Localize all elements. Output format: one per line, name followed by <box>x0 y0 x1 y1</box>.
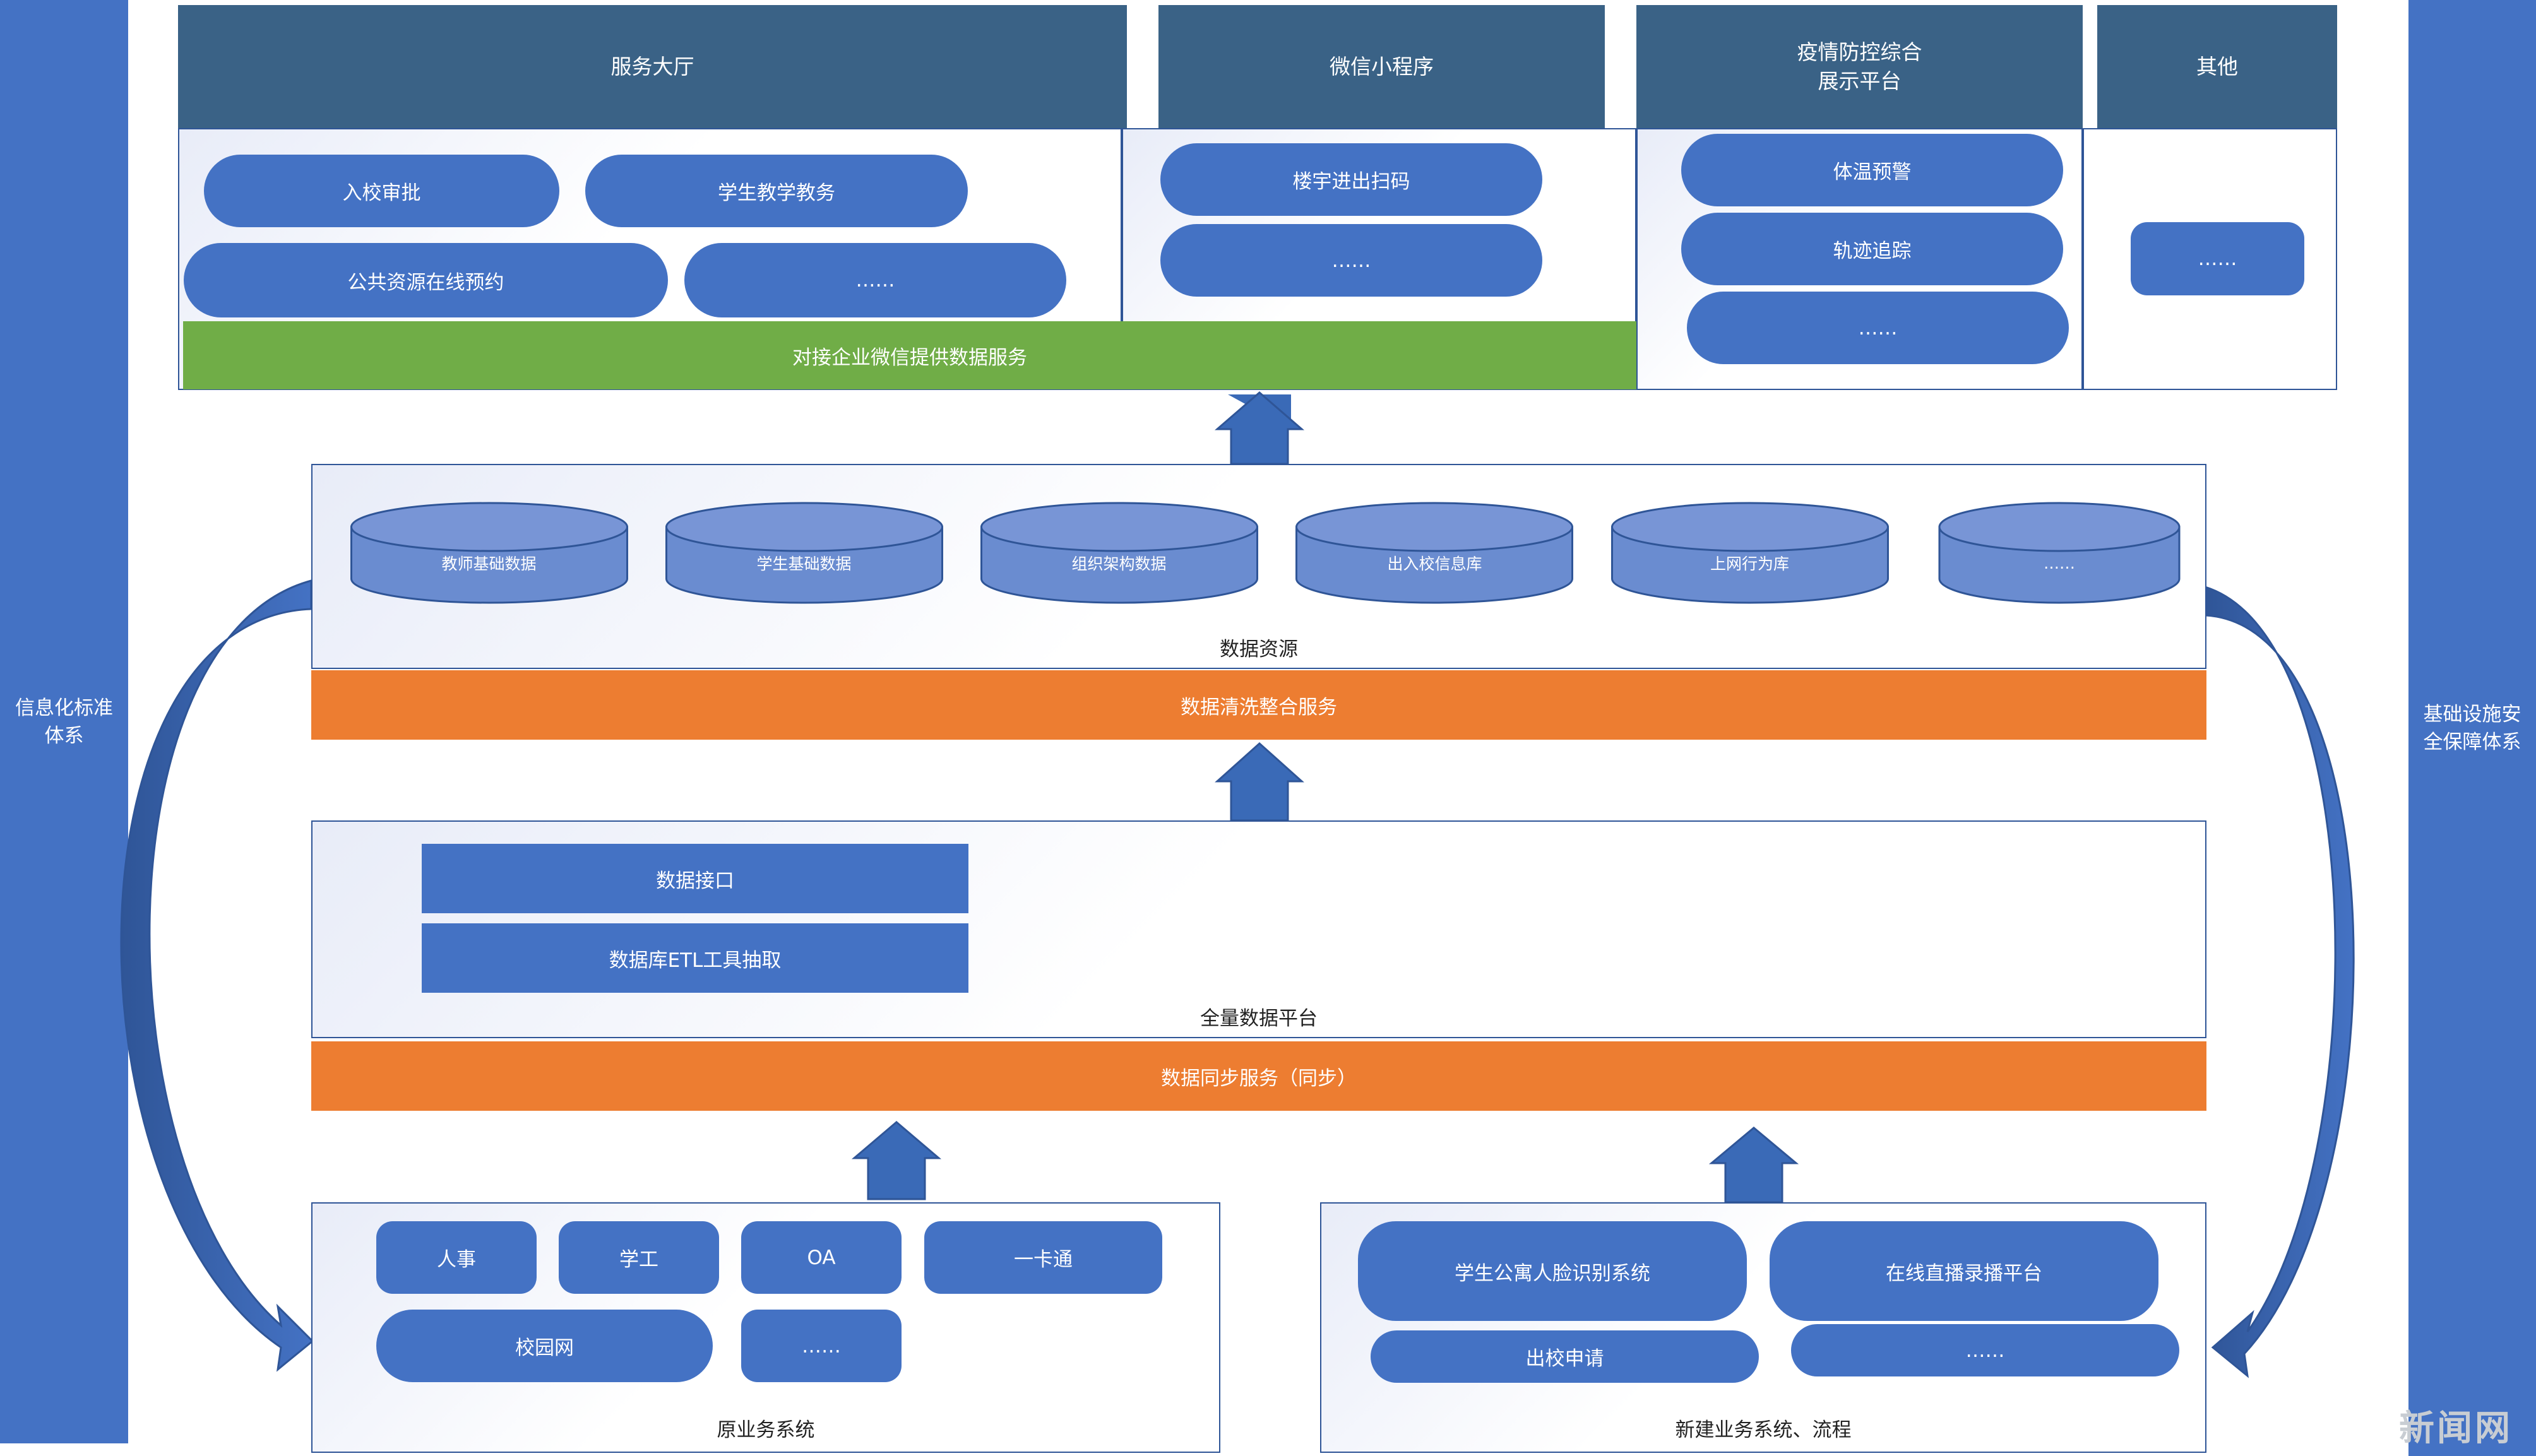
service-item-label: 学生教学教务 <box>718 182 835 204</box>
db-more: …… <box>2044 553 2075 572</box>
service-item-label: 公共资源在线预约 <box>347 271 504 294</box>
data-cleaning-band-label: 数据清洗整合服务 <box>1181 695 1337 719</box>
header-other-label: 其他 <box>2196 54 2238 79</box>
header-mini-program-label: 微信小程序 <box>1330 54 1434 79</box>
mini-program-item-more[interactable]: …… <box>1160 224 1542 297</box>
header-service-hall: 服务大厅 <box>178 5 1127 128</box>
data-interface-box[interactable]: 数据接口 <box>422 844 968 913</box>
mini-program-item-label: 楼宇进出扫码 <box>1292 170 1410 193</box>
system-campus-card[interactable]: 一卡通 <box>924 1221 1162 1294</box>
up-arrow-left-bottom <box>851 1121 942 1200</box>
service-item-more[interactable]: …… <box>684 243 1066 317</box>
service-item-label: …… <box>855 269 895 292</box>
business-db-1: 业务数据库 <box>1642 899 1722 917</box>
db-student-basic: 学生基础数据 <box>756 555 852 573</box>
db-teacher-basic: 教师基础数据 <box>441 555 537 573</box>
cylinder-more <box>1938 502 2181 604</box>
mini-program-item-scan[interactable]: 楼宇进出扫码 <box>1160 143 1542 216</box>
data-sync-band: 数据同步服务（同步） <box>311 1041 2206 1111</box>
epidemic-item-label: …… <box>1858 316 1898 340</box>
epidemic-item-track-trace[interactable]: 轨迹追踪 <box>1681 213 2063 285</box>
system-hr[interactable]: 人事 <box>376 1221 537 1294</box>
header-mini-program: 微信小程序 <box>1158 5 1605 128</box>
cylinder-campus-access <box>1295 502 1573 604</box>
db-internet-behavior: 上网行为库 <box>1710 555 1789 573</box>
data-sync-band-label: 数据同步服务（同步） <box>1161 1067 1357 1090</box>
etl-extraction-box[interactable]: 数据库ETL工具抽取 <box>422 923 968 993</box>
right-sidebar-label: 基础设施安 全保障体系 <box>2423 702 2521 754</box>
service-item-label: 入校审批 <box>342 182 421 204</box>
system-new-more[interactable]: …… <box>1791 1324 2179 1376</box>
wechat-band-label: 对接企业微信提供数据服务 <box>792 346 1027 369</box>
left-sidebar-standards: 信息化标准 体系 <box>0 0 128 1443</box>
system-face-recognition[interactable]: 学生公寓人脸识别系统 <box>1358 1221 1747 1321</box>
cylinder-org-structure <box>980 502 1258 604</box>
mini-program-item-label: …… <box>1331 249 1371 272</box>
data-resource-label: 数据资源 <box>1220 637 1298 661</box>
business-db-2: 业务数据库 <box>1494 974 1574 993</box>
db-org-structure: 组织架构数据 <box>1071 555 1167 573</box>
up-arrow-top <box>1214 391 1305 465</box>
full-data-platform-label: 全量数据平台 <box>1200 1007 1318 1030</box>
up-arrow-middle <box>1215 742 1304 822</box>
system-exit-application[interactable]: 出校申请 <box>1371 1330 1759 1383</box>
etl-extraction-label: 数据库ETL工具抽取 <box>609 949 782 972</box>
system-more[interactable]: …… <box>741 1310 902 1382</box>
left-curved-arrow <box>120 579 314 1372</box>
cylinder-teacher-basic <box>350 502 628 604</box>
up-arrow-right-bottom <box>1708 1127 1799 1204</box>
system-oa[interactable]: OA <box>741 1221 902 1294</box>
left-sidebar-label: 信息化标准 体系 <box>15 696 113 747</box>
system-student-affairs[interactable]: 学工 <box>559 1221 719 1294</box>
service-item-academic-affairs[interactable]: 学生教学教务 <box>585 155 968 227</box>
other-item-label: …… <box>2198 247 2237 270</box>
header-epidemic-platform: 疫情防控综合 展示平台 <box>1636 5 2083 128</box>
data-cleaning-band: 数据清洗整合服务 <box>311 670 2206 740</box>
epidemic-item-label: 轨迹追踪 <box>1833 240 1912 263</box>
epidemic-item-more[interactable]: …… <box>1687 292 2069 364</box>
wechat-data-service-band: 对接企业微信提供数据服务 <box>183 321 1636 389</box>
cylinder-student-basic <box>665 502 943 604</box>
db-campus-access: 出入校信息库 <box>1387 555 1482 573</box>
epidemic-item-label: 体温预警 <box>1833 161 1912 184</box>
header-service-hall-label: 服务大厅 <box>610 54 694 79</box>
header-other: 其他 <box>2097 5 2337 128</box>
system-campus-network[interactable]: 校园网 <box>376 1310 713 1382</box>
service-item-entry-approval[interactable]: 入校审批 <box>204 155 559 227</box>
new-systems-label: 新建业务系统、流程 <box>1675 1418 1852 1441</box>
right-sidebar-security: 基础设施安 全保障体系 <box>2408 0 2536 1456</box>
data-interface-label: 数据接口 <box>656 869 734 892</box>
cylinder-internet-behavior <box>1611 502 1889 604</box>
right-curved-arrow <box>2204 585 2355 1378</box>
header-epidemic-platform-label: 疫情防控综合 展示平台 <box>1797 39 1922 93</box>
watermark-text: 新闻网 <box>2399 1408 2513 1449</box>
business-db-3: 业务数据库 <box>1766 985 1845 1003</box>
service-item-resource-booking[interactable]: 公共资源在线预约 <box>184 243 668 317</box>
other-item-more[interactable]: …… <box>2131 222 2304 295</box>
system-live-streaming[interactable]: 在线直播录播平台 <box>1770 1221 2158 1321</box>
original-systems-label: 原业务系统 <box>717 1418 815 1441</box>
epidemic-item-temperature-alert[interactable]: 体温预警 <box>1681 134 2063 206</box>
